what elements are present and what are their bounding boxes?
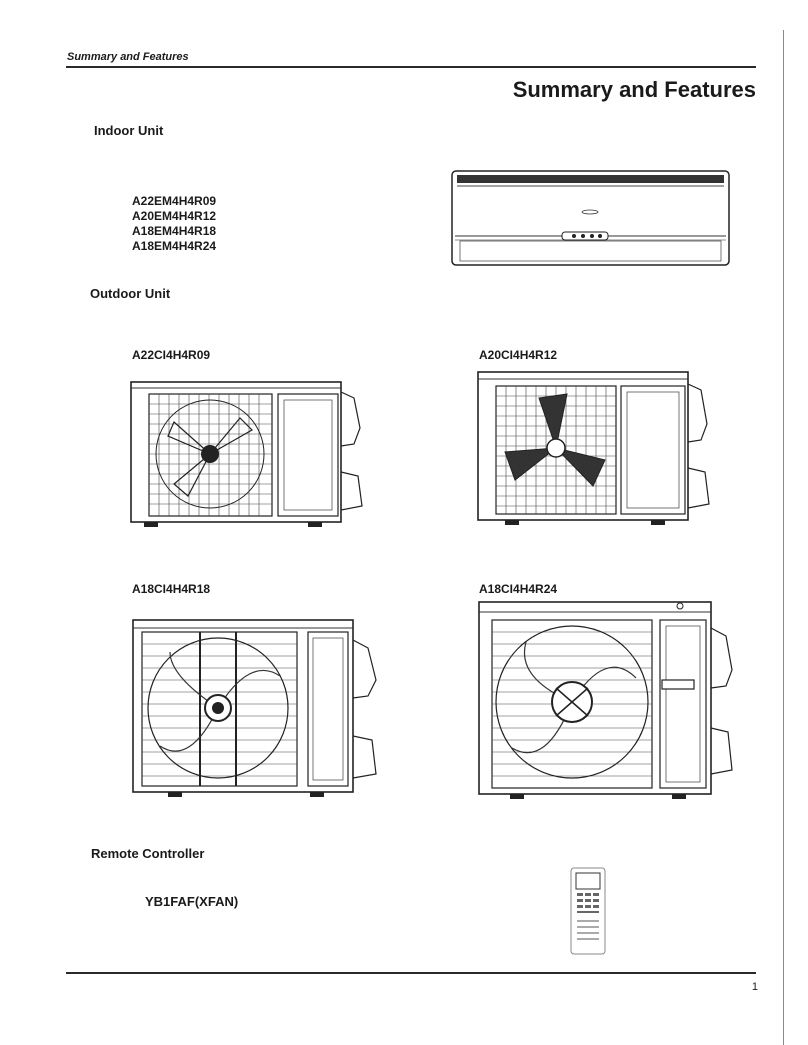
indoor-unit-heading: Indoor Unit: [94, 123, 164, 138]
header-rule: [66, 66, 756, 68]
outdoor-unit-drawing: [130, 381, 363, 527]
running-header: Summary and Features: [67, 51, 189, 63]
outdoor-model-label: A22CI4H4R09: [132, 348, 211, 362]
outdoor-unit-drawing: [132, 619, 377, 797]
remote-controller-heading: Remote Controller: [91, 846, 205, 861]
remote-model-label: YB1FAF(XFAN): [145, 894, 239, 909]
page-number: 1: [751, 981, 758, 993]
remote-controller-drawing: [570, 867, 606, 955]
indoor-model: A20EM4H4R12: [132, 209, 217, 223]
outdoor-model-label: A18CI4H4R24: [479, 582, 558, 596]
outdoor-model-label: A20CI4H4R12: [479, 348, 558, 362]
outdoor-unit-drawing: [478, 601, 733, 799]
indoor-model: A18EM4H4R24: [132, 239, 217, 253]
footer-rule: [66, 972, 756, 974]
page-edge-line: [783, 30, 784, 1045]
outdoor-unit-drawing: [477, 371, 710, 525]
indoor-model: A18EM4H4R18: [132, 224, 217, 238]
outdoor-unit-heading: Outdoor Unit: [90, 286, 171, 301]
indoor-model-list: A22EM4H4R09 A20EM4H4R12 A18EM4H4R18 A18E…: [132, 194, 216, 254]
indoor-unit-drawing: [451, 170, 730, 266]
indoor-model: A22EM4H4R09: [132, 194, 217, 208]
page-title: Summary and Features: [512, 77, 756, 102]
outdoor-model-label: A18CI4H4R18: [132, 582, 211, 596]
